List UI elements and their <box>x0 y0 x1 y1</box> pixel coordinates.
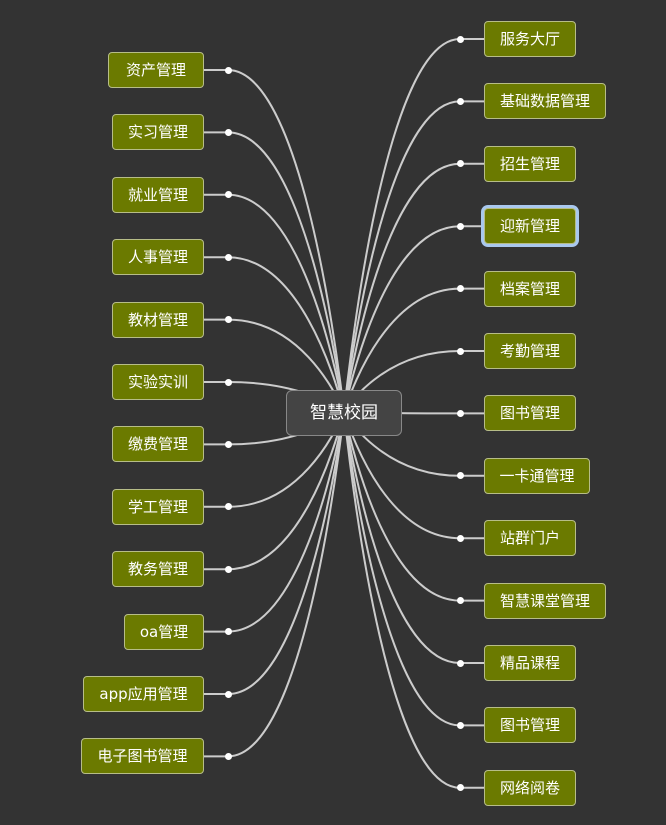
right-node[interactable]: 考勤管理 <box>484 333 576 369</box>
connector-line <box>204 131 345 413</box>
right-node[interactable]: 图书管理 <box>484 707 576 744</box>
right-node[interactable]: 招生管理 <box>484 145 576 182</box>
connector-line <box>343 411 484 789</box>
connector-line <box>343 38 484 413</box>
right-node-selected[interactable]: 迎新管理 <box>484 208 576 245</box>
left-node[interactable]: 实验实训 <box>112 364 204 400</box>
connector-line <box>343 411 484 602</box>
connector-dot <box>456 784 464 792</box>
connector-dot <box>224 503 232 511</box>
connector-dot <box>224 565 232 573</box>
connector-line <box>343 411 484 727</box>
connector-dot <box>456 721 464 729</box>
right-node[interactable]: 档案管理 <box>484 270 576 307</box>
left-node[interactable]: oa管理 <box>124 613 204 650</box>
connector-line <box>204 256 345 413</box>
connector-line <box>204 411 345 695</box>
left-node[interactable]: 缴费管理 <box>112 426 204 463</box>
connector-dot <box>456 347 464 355</box>
connector-dot <box>224 253 232 261</box>
connector-dot <box>456 35 464 43</box>
connector-dot <box>456 597 464 605</box>
connector-line <box>343 225 484 413</box>
connector-line <box>204 193 345 413</box>
connector-dot <box>456 97 464 105</box>
connector-dot <box>224 752 232 760</box>
left-node[interactable]: 资产管理 <box>108 52 204 88</box>
connector-dot <box>456 285 464 293</box>
right-node[interactable]: 网络阅卷 <box>484 769 576 806</box>
connector-dot <box>456 409 464 417</box>
right-node[interactable]: 基础数据管理 <box>484 83 606 120</box>
connector-line <box>204 411 345 633</box>
left-node[interactable]: 就业管理 <box>112 176 204 213</box>
connector-dot <box>224 628 232 636</box>
connector-dot <box>456 160 464 168</box>
right-node[interactable]: 智慧课堂管理 <box>484 582 606 619</box>
left-node[interactable]: 电子图书管理 <box>81 738 204 775</box>
connector-dot <box>224 191 232 199</box>
connector-dot <box>224 378 232 386</box>
connector-dot <box>456 659 464 667</box>
right-node[interactable]: 服务大厅 <box>484 21 576 57</box>
connector-line <box>204 411 345 758</box>
connector-dot <box>224 316 232 324</box>
root-node[interactable]: 智慧校园 <box>286 390 402 436</box>
connector-dot <box>224 128 232 136</box>
connector-dot <box>456 472 464 480</box>
connector-line <box>343 100 484 413</box>
left-node[interactable]: 教务管理 <box>112 551 204 588</box>
left-node[interactable]: 教材管理 <box>112 301 204 338</box>
connector-dot <box>224 690 232 698</box>
connector-dot <box>456 534 464 542</box>
connector-line <box>204 69 345 413</box>
right-node[interactable]: 精品课程 <box>484 645 576 681</box>
right-node[interactable]: 图书管理 <box>484 395 576 432</box>
connector-dot <box>224 440 232 448</box>
connector-dot <box>456 222 464 230</box>
left-node[interactable]: 实习管理 <box>112 114 204 151</box>
right-node[interactable]: 一卡通管理 <box>484 457 590 494</box>
connector-line <box>343 411 484 664</box>
left-node[interactable]: 学工管理 <box>112 488 204 525</box>
left-node[interactable]: 人事管理 <box>112 239 204 276</box>
right-node[interactable]: 站群门户 <box>484 520 576 557</box>
connector-dot <box>224 66 232 74</box>
left-node[interactable]: app应用管理 <box>83 676 204 712</box>
connector-line <box>343 162 484 413</box>
